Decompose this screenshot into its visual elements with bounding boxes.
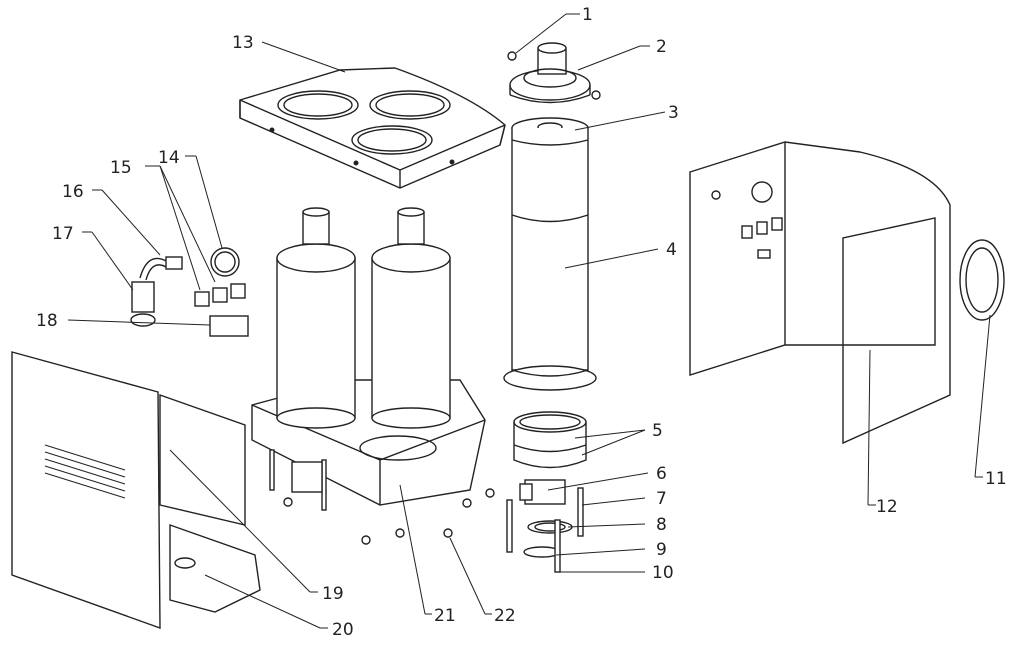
- callout-1: 1: [515, 5, 593, 54]
- callout-15: 15: [110, 158, 216, 291]
- callout-10: 10: [560, 563, 674, 583]
- callout-22-label: 22: [494, 606, 516, 626]
- callout-7: 7: [581, 489, 667, 509]
- callout-18: 18: [36, 311, 211, 331]
- callout-13: 13: [232, 33, 346, 73]
- round-flange: [959, 239, 1005, 321]
- top-cover-plate: [239, 67, 506, 189]
- callout-6: 6: [547, 464, 667, 491]
- callout-4: 4: [564, 240, 677, 269]
- callout-3-label: 3: [668, 103, 679, 123]
- callout-9: 9: [555, 540, 667, 560]
- callout-16: 16: [62, 182, 161, 256]
- small-hardware: [506, 487, 584, 573]
- callout-17-label: 17: [52, 224, 74, 244]
- callout-7-label: 7: [656, 489, 667, 509]
- callout-10-label: 10: [652, 563, 674, 583]
- callout-14-label: 14: [158, 148, 180, 168]
- callout-9-label: 9: [656, 540, 667, 560]
- callout-14: 14: [158, 148, 223, 249]
- valve-block: [519, 479, 566, 505]
- callout-12-label: 12: [876, 497, 898, 517]
- callout-20: 20: [204, 574, 354, 640]
- loose-screws: [283, 488, 495, 545]
- callout-5-label: 5: [652, 421, 663, 441]
- top-cap-assembly: [507, 42, 601, 104]
- callout-2-label: 2: [656, 37, 667, 57]
- callout-19: 19: [169, 449, 344, 604]
- callout-15-label: 15: [110, 158, 132, 178]
- callout-1-label: 1: [582, 5, 593, 25]
- callout-11-label: 11: [985, 469, 1007, 489]
- callout-16-label: 16: [62, 182, 84, 202]
- left-side-panel: [11, 351, 261, 629]
- callout-4-label: 4: [666, 240, 677, 260]
- right-enclosure-panel: [689, 141, 951, 445]
- callouts: 1 2 3 4 5 6 7 8 9 10 11 12 13 14 15 16 1…: [36, 5, 1007, 640]
- callout-12: 12: [867, 349, 898, 517]
- filter-cup: [513, 411, 587, 469]
- callout-17: 17: [52, 224, 134, 291]
- twin-filter-housings: [251, 207, 486, 511]
- callout-21: 21: [399, 484, 456, 626]
- callout-8-label: 8: [656, 515, 667, 535]
- callout-8: 8: [567, 515, 667, 535]
- callout-11: 11: [974, 314, 1007, 489]
- callout-5: 5: [574, 421, 663, 456]
- callout-21-label: 21: [434, 606, 456, 626]
- callout-3: 3: [574, 103, 679, 131]
- callout-19-label: 19: [322, 584, 344, 604]
- callout-18-label: 18: [36, 311, 58, 331]
- callout-20-label: 20: [332, 620, 354, 640]
- callout-2: 2: [577, 37, 667, 71]
- callout-13-label: 13: [232, 33, 254, 53]
- callout-22: 22: [449, 537, 516, 626]
- tall-cylinder: [503, 117, 597, 391]
- callout-6-label: 6: [656, 464, 667, 484]
